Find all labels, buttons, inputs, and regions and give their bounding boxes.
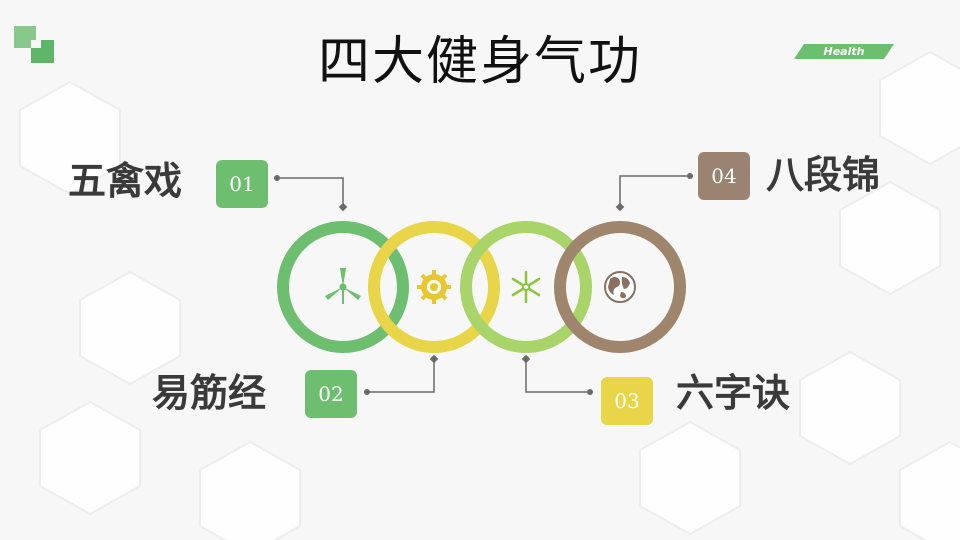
ring-2 (368, 221, 500, 353)
snowflake-icon (511, 270, 541, 304)
ring-4 (554, 221, 686, 353)
connector-dots (274, 173, 693, 395)
item-number-4: 04 (698, 152, 750, 200)
item-name-3: 六字诀 (676, 371, 791, 415)
item-number-1: 01 (216, 160, 268, 208)
item-number-3: 03 (601, 377, 653, 425)
ring-3 (460, 221, 592, 353)
sun-gear-icon (417, 270, 451, 304)
item-name-1: 五禽戏 (68, 159, 183, 203)
item-number-2: 02 (305, 370, 357, 418)
wind-turbine-icon (325, 268, 361, 304)
item-name-4: 八段锦 (766, 153, 881, 197)
health-tag: Health (794, 44, 894, 59)
corner-decoration (14, 26, 58, 66)
ring-1 (277, 221, 409, 353)
slide-title: 四大健身气功 (317, 32, 642, 92)
connector-lines (277, 175, 690, 393)
item-name-2: 易筋经 (152, 371, 267, 415)
globe-icon (604, 271, 636, 303)
